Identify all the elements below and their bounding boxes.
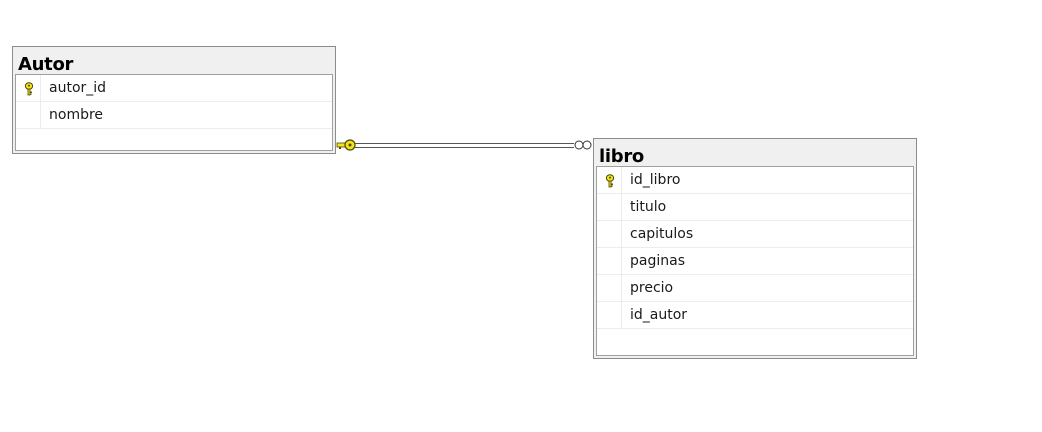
column-row[interactable]: nombre: [16, 102, 332, 129]
table-title[interactable]: Autor: [18, 54, 74, 75]
column-name: paginas: [630, 253, 685, 269]
column-name: autor_id: [49, 80, 107, 96]
column-row[interactable]: titulo: [597, 194, 913, 221]
column-row[interactable]: precio: [597, 275, 913, 302]
column-name: precio: [630, 280, 674, 296]
column-row[interactable]: autor_id: [16, 75, 332, 102]
column-name: id_libro: [630, 172, 681, 188]
column-grid: id_libro titulo capitulos paginas precio…: [596, 166, 914, 356]
column-name: id_autor: [630, 307, 688, 323]
row-selector[interactable]: [16, 75, 41, 101]
key-icon: [24, 82, 34, 96]
column-row[interactable]: paginas: [597, 248, 913, 275]
key-icon: [605, 174, 615, 188]
column-row[interactable]: id_autor: [597, 302, 913, 329]
row-selector[interactable]: [597, 221, 622, 247]
row-selector[interactable]: [597, 302, 622, 328]
one-end-key-icon: [336, 139, 356, 151]
table-title[interactable]: libro: [599, 146, 644, 167]
table-libro[interactable]: libro id_libro titulo capitulos: [593, 138, 917, 359]
column-name: titulo: [630, 199, 667, 215]
row-selector[interactable]: [597, 167, 622, 193]
row-selector[interactable]: [597, 248, 622, 274]
table-autor[interactable]: Autor autor_id nombre: [12, 46, 336, 154]
column-name: nombre: [49, 107, 104, 123]
row-selector[interactable]: [597, 275, 622, 301]
column-grid: autor_id nombre: [15, 74, 333, 151]
row-selector[interactable]: [597, 194, 622, 220]
column-row[interactable]: id_libro: [597, 167, 913, 194]
column-name: capitulos: [630, 226, 694, 242]
row-selector[interactable]: [16, 102, 41, 128]
many-end-infinity-icon: [574, 140, 592, 150]
column-row[interactable]: capitulos: [597, 221, 913, 248]
